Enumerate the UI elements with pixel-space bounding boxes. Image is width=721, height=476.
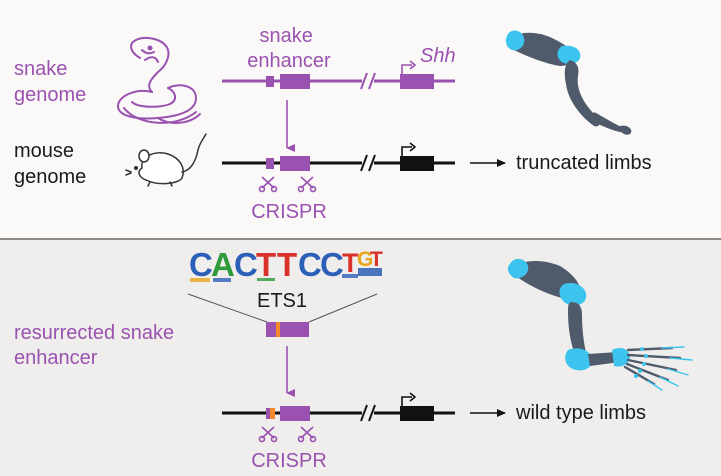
motif-letter: T bbox=[256, 246, 276, 283]
motif-letter: T bbox=[277, 246, 297, 283]
scissors-icon bbox=[297, 176, 317, 193]
replaced-block-large bbox=[280, 156, 310, 171]
mouse-genome-track bbox=[222, 142, 455, 172]
outcome-label-top: truncated limbs bbox=[516, 152, 652, 174]
scissors-icon bbox=[297, 426, 317, 443]
motif-letter: C bbox=[320, 246, 344, 283]
enhancer-block-large bbox=[280, 74, 310, 89]
motif-letter: C bbox=[298, 246, 322, 283]
replaced-block-small bbox=[266, 158, 274, 169]
scissors-icon bbox=[258, 176, 278, 193]
cobra-icon bbox=[117, 37, 201, 124]
panel-divider bbox=[0, 238, 721, 240]
scissors-icon bbox=[258, 426, 278, 443]
motif-letter: T bbox=[370, 248, 383, 271]
enhancer-block-small bbox=[266, 76, 274, 87]
motif-letter: A bbox=[211, 246, 235, 283]
zoom-line-left bbox=[187, 293, 268, 323]
resurrected-enhancer-label: resurrected snake enhancer bbox=[14, 322, 180, 369]
resurrected-enhancer-block bbox=[266, 322, 309, 337]
crispr-label-top: CRISPR bbox=[251, 201, 327, 223]
ets1-site-inserted bbox=[270, 408, 275, 419]
snake-genome-label: snake genome bbox=[14, 58, 86, 106]
ets1-site bbox=[276, 322, 280, 337]
edited-mouse-genome-track bbox=[222, 392, 455, 422]
snake-genome-track bbox=[222, 60, 455, 90]
motif-letter: T bbox=[342, 248, 359, 278]
mouse-genome-label: mouse genome bbox=[14, 140, 86, 188]
mouse-shh-gene-block bbox=[400, 156, 434, 171]
sequence-logo: C A C T T C C T G T bbox=[189, 246, 383, 283]
zoom-line-right bbox=[308, 293, 378, 323]
mouse-icon bbox=[125, 133, 207, 187]
motif-letter: C bbox=[189, 246, 213, 283]
snake-enhancer-label: snake enhancer bbox=[247, 25, 331, 72]
motif-letter: G bbox=[357, 248, 373, 271]
mouse-shh-gene-block bbox=[400, 406, 434, 421]
shh-gene-block bbox=[400, 74, 434, 89]
truncated-limb-icon bbox=[505, 30, 632, 135]
motif-letter: C bbox=[234, 246, 258, 283]
crispr-label-bottom: CRISPR bbox=[251, 450, 327, 472]
shh-gene-label: Shh bbox=[420, 45, 456, 67]
motif-name-label: ETS1 bbox=[257, 290, 307, 312]
outcome-label-bottom: wild type limbs bbox=[515, 402, 646, 424]
wild-type-limb-icon bbox=[507, 258, 693, 391]
